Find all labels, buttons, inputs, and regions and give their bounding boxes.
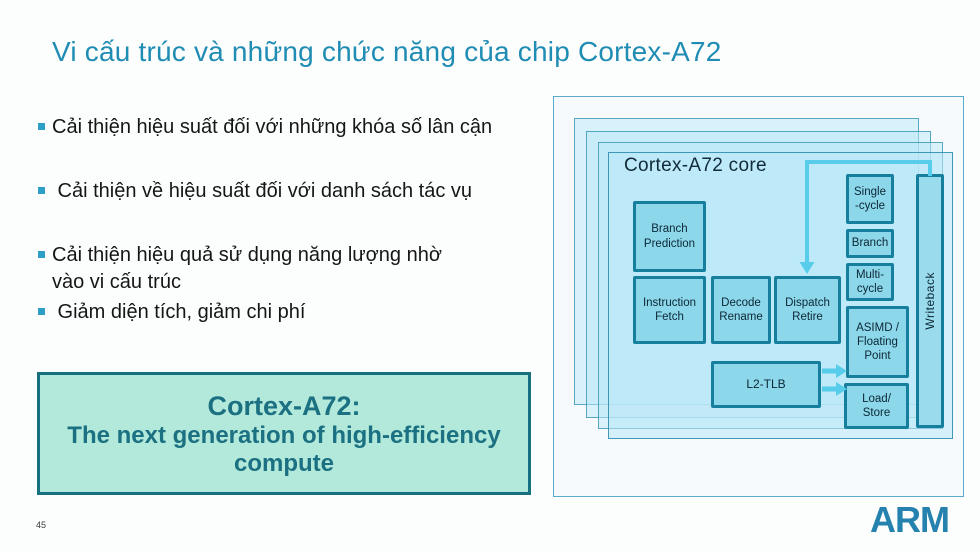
bullet-item: Cải thiện hiệu quả sử dụng năng lượng nh… bbox=[38, 242, 464, 296]
page-number: 45 bbox=[36, 520, 47, 530]
bullet-square-icon bbox=[38, 123, 45, 130]
cortex-a72-diagram: Cortex-A72 core Branch Prediction Instru… bbox=[553, 96, 964, 497]
block-dispatch-retire: Dispatch Retire bbox=[774, 276, 841, 344]
block-l2-tlb: L2-TLB bbox=[711, 361, 821, 408]
highlight-box: Cortex-A72: The next generation of high-… bbox=[37, 372, 531, 495]
bullet-item: Giảm diện tích, giảm chi phí bbox=[38, 299, 305, 326]
highlight-heading: Cortex-A72: bbox=[207, 390, 361, 421]
core-label: Cortex-A72 core bbox=[624, 155, 767, 176]
block-writeback: Writeback bbox=[916, 174, 944, 428]
bullet-square-icon bbox=[38, 251, 45, 258]
block-decode-rename: Decode Rename bbox=[711, 276, 771, 344]
block-single-cycle: Single -cycle bbox=[846, 174, 894, 224]
slide-title: Vi cấu trúc và những chức năng của chip … bbox=[52, 36, 722, 67]
bullet-item: Cải thiện về hiệu suất đối với danh sách… bbox=[38, 178, 472, 205]
bullet-item: Cải thiện hiệu suất đối với những khóa s… bbox=[38, 114, 492, 141]
writeback-label: Writeback bbox=[922, 272, 937, 330]
highlight-body: The next generation of high-efficiency c… bbox=[67, 421, 501, 477]
block-instruction-fetch: Instruction Fetch bbox=[633, 276, 706, 344]
block-multi-cycle: Multi- cycle bbox=[846, 263, 894, 301]
bullet-text: Cải thiện hiệu suất đối với những khóa s… bbox=[52, 116, 493, 138]
bullet-square-icon bbox=[38, 308, 45, 315]
bullet-text: Giảm diện tích, giảm chi phí bbox=[52, 301, 306, 323]
bullet-text: Cải thiện hiệu quả sử dụng năng lượng nh… bbox=[52, 244, 442, 293]
bullet-square-icon bbox=[38, 187, 45, 194]
block-branch-prediction: Branch Prediction bbox=[633, 201, 706, 272]
block-asimd-floating-point: ASIMD / Floating Point bbox=[846, 306, 909, 378]
block-load-store: Load/ Store bbox=[844, 383, 909, 429]
block-branch: Branch bbox=[846, 229, 894, 258]
bullet-text: Cải thiện về hiệu suất đối với danh sách… bbox=[52, 180, 473, 202]
arm-logo: ARM bbox=[870, 499, 950, 540]
